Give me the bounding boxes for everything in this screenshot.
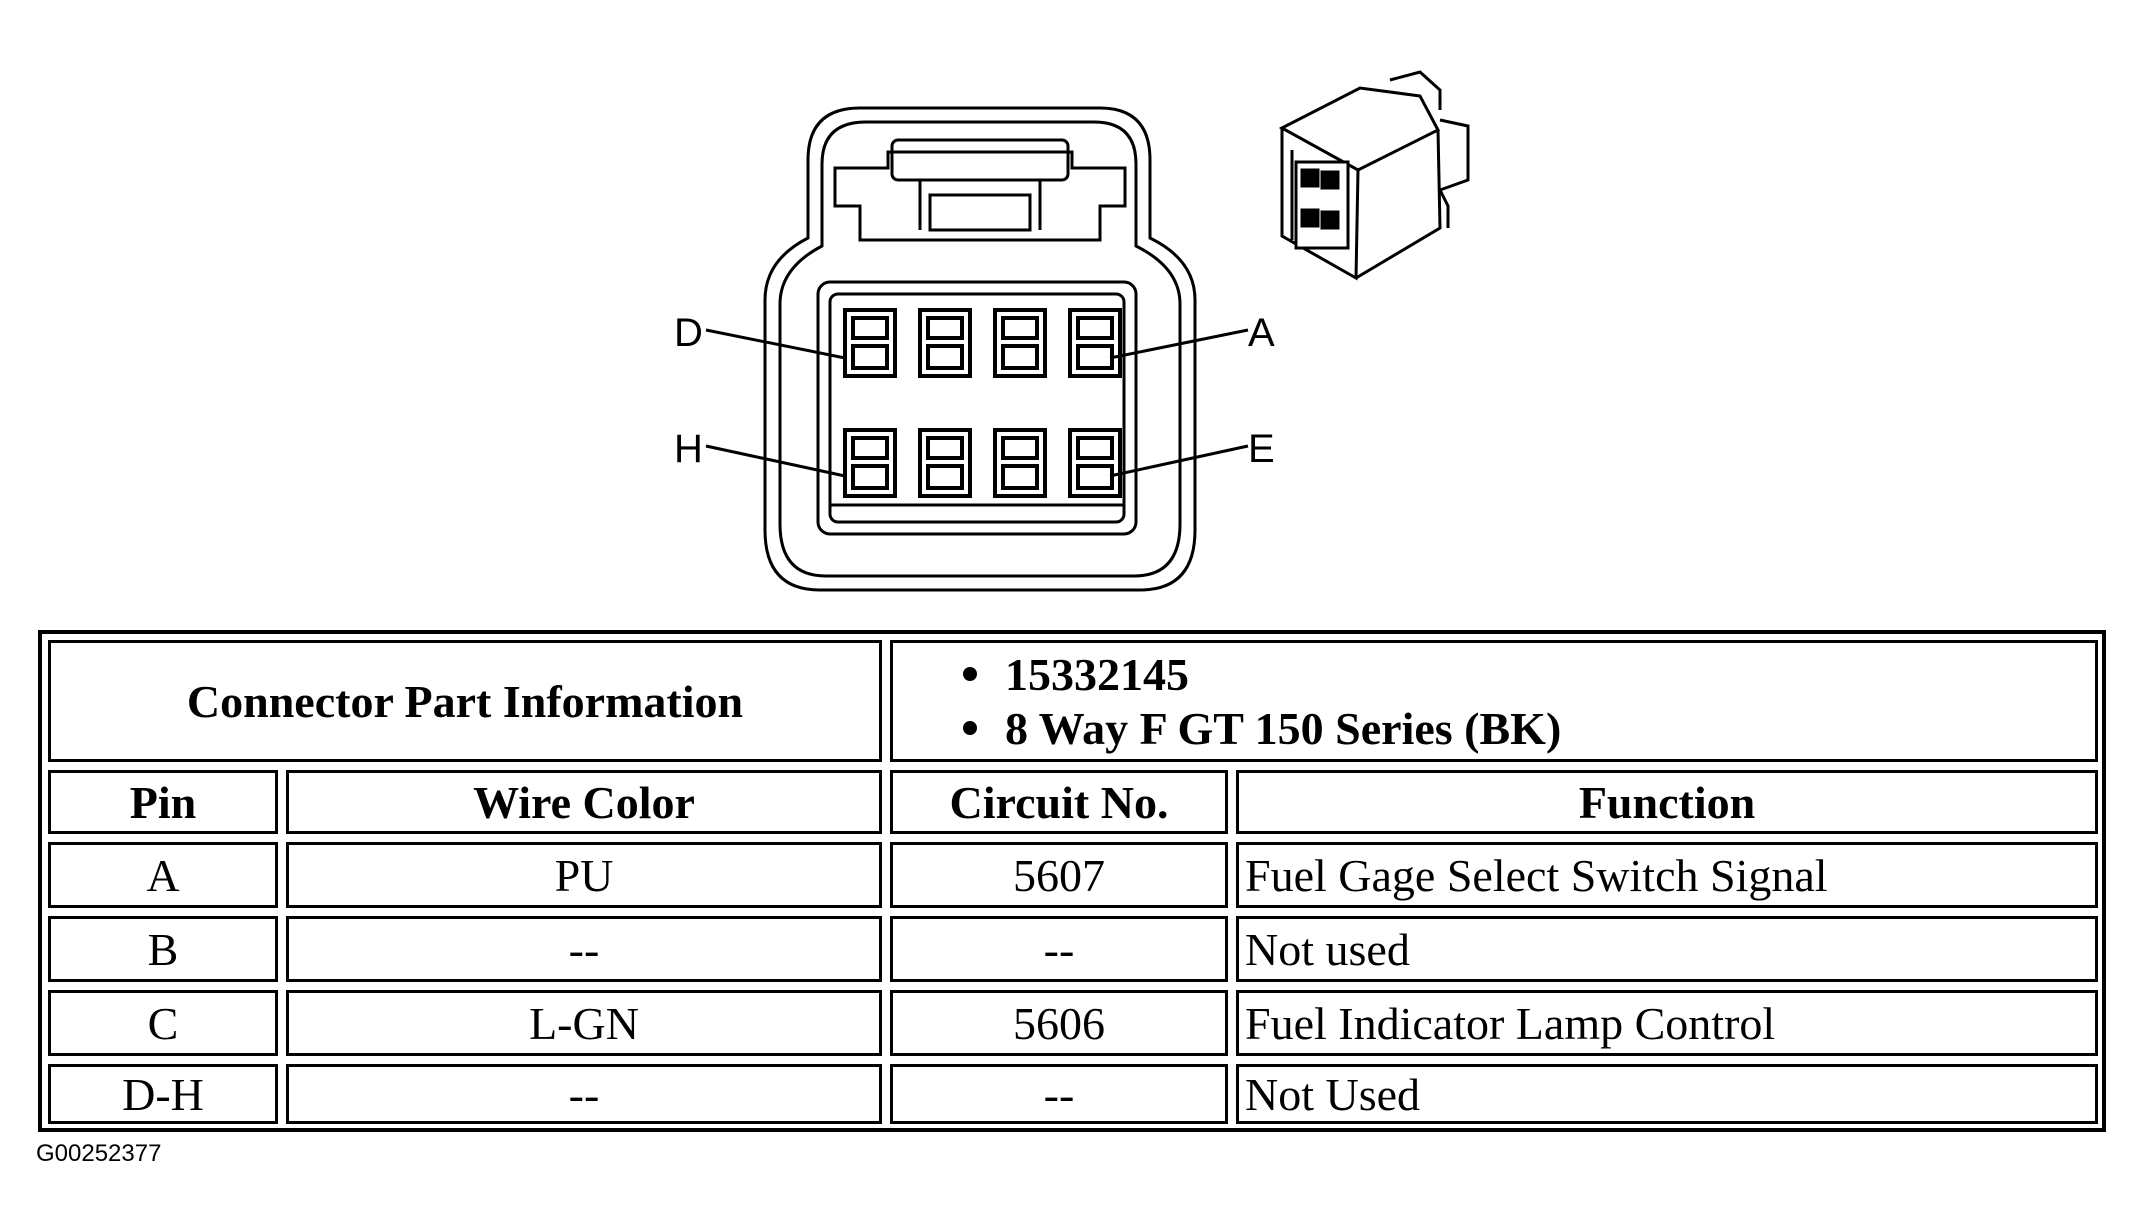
header-wire-color: Wire Color — [286, 770, 882, 834]
pin-label-a: A — [1248, 311, 1275, 355]
bullet-icon — [963, 667, 977, 681]
table-row-wire-color: PU — [286, 842, 882, 908]
part-info-item: 8 Way F GT 150 Series (BK) — [963, 701, 2095, 755]
table-row-function: Not Used — [1236, 1064, 2098, 1124]
table-row-pin: D-H — [48, 1064, 278, 1124]
header-pin: Pin — [48, 770, 278, 834]
pin-cavity — [918, 428, 972, 498]
header-circuit-no: Circuit No. — [890, 770, 1228, 834]
cavity-frame — [816, 280, 1138, 536]
pin-cavity — [918, 308, 972, 378]
table-row-circuit-no: 5606 — [890, 990, 1228, 1056]
part-number: 15332145 — [1005, 648, 1189, 700]
table-row-wire-color: -- — [286, 1064, 882, 1124]
table-row-function: Not used — [1236, 916, 2098, 982]
connector-latch — [833, 150, 1127, 242]
table-row-circuit-no: -- — [890, 1064, 1228, 1124]
part-info-label: Connector Part Information — [48, 640, 882, 762]
connector-info-table: Connector Part Information 15332145 8 Wa… — [38, 630, 2106, 1132]
pin-cavity — [993, 428, 1047, 498]
part-series: 8 Way F GT 150 Series (BK) — [1005, 702, 1562, 754]
header-function: Function — [1236, 770, 2098, 834]
pin-label-e: E — [1248, 427, 1275, 471]
pin-cavity — [1068, 428, 1122, 498]
table-row-wire-color: -- — [286, 916, 882, 982]
pin-cavity — [843, 308, 897, 378]
connector-outer-shell — [763, 106, 1197, 592]
connector-inner-shell — [778, 120, 1182, 578]
table-row-pin: B — [48, 916, 278, 982]
table-row-circuit-no: -- — [890, 916, 1228, 982]
bullet-icon — [963, 721, 977, 735]
table-row-pin: A — [48, 842, 278, 908]
table-row-function: Fuel Indicator Lamp Control — [1236, 990, 2098, 1056]
pin-label-h: H — [674, 427, 703, 471]
part-info-list: 15332145 8 Way F GT 150 Series (BK) — [890, 640, 2098, 762]
connector-diagram: D A H E — [674, 70, 1470, 592]
pin-label-d: D — [674, 311, 703, 355]
table-row-function: Fuel Gage Select Switch Signal — [1236, 842, 2098, 908]
pin-cavity — [993, 308, 1047, 378]
table-row-circuit-no: 5607 — [890, 842, 1228, 908]
table-row-wire-color: L-GN — [286, 990, 882, 1056]
figure-id: G00252377 — [36, 1140, 162, 1167]
connector-3d-view — [1278, 70, 1470, 281]
pin-cavity — [1068, 308, 1122, 378]
table-row-pin: C — [48, 990, 278, 1056]
pin-cavity — [843, 428, 897, 498]
part-info-item: 15332145 — [963, 647, 2095, 701]
